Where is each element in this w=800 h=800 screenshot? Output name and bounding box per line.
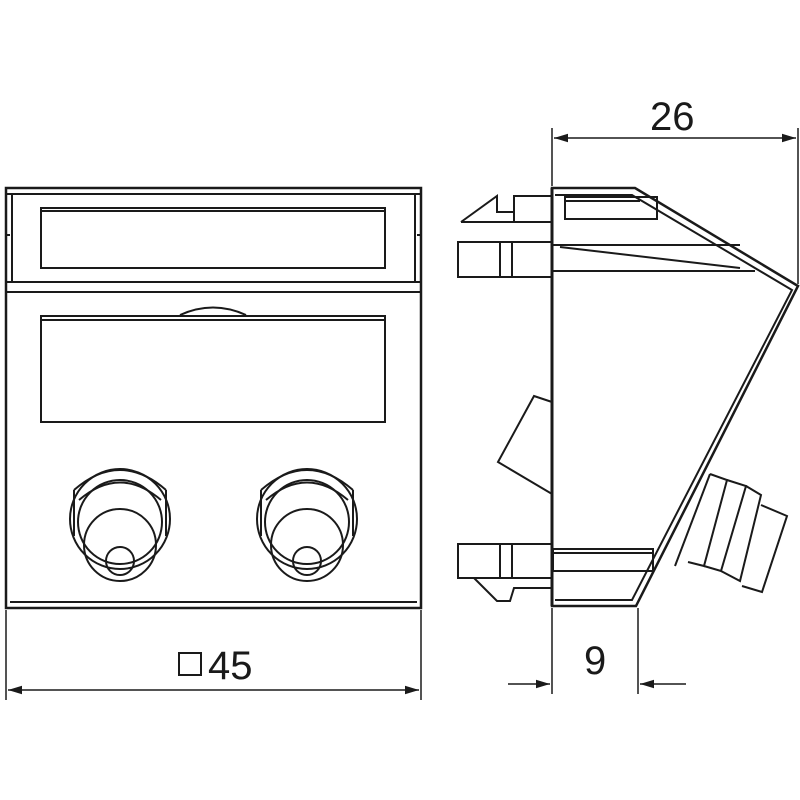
upper-label-window [40,207,386,269]
dimension-offset: 9 [508,608,686,694]
lower-label-window [40,315,386,423]
connector-right [256,468,358,582]
width-dimension-label: 45 [208,644,253,688]
dimension-depth: 26 [551,95,799,284]
square-symbol-icon [178,652,202,676]
center-notch [179,306,247,316]
front-housing-outline [4,186,423,610]
front-view [4,186,423,610]
connector-left [69,468,171,582]
offset-dimension-label: 9 [584,639,606,683]
side-flap [496,394,553,496]
dimension-width: 45 [5,610,422,700]
lower-clip [457,543,654,602]
top-latch [460,194,658,223]
depth-dimension-label: 26 [650,95,695,139]
upper-clip [457,241,755,278]
side-connector [674,473,789,594]
side-view [457,186,800,608]
